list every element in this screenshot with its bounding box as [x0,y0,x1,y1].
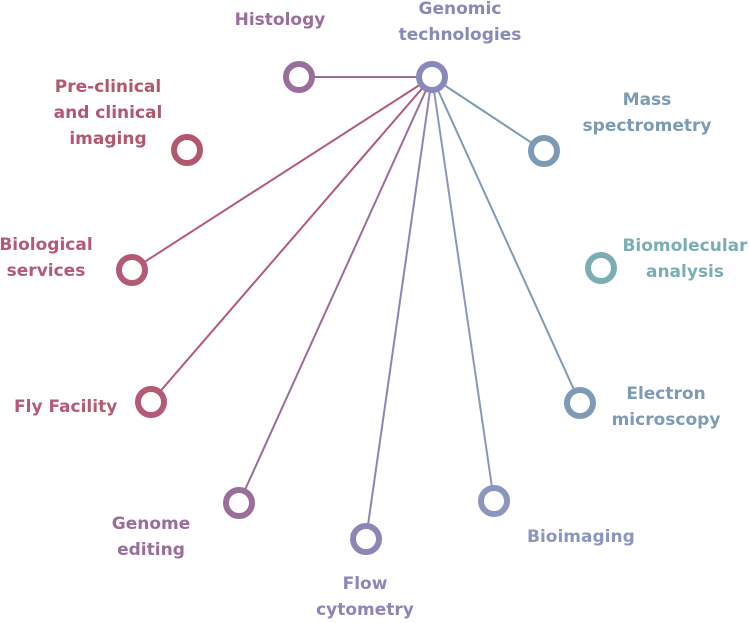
edge-genomic-fly [150,76,433,403]
label-fly: Fly Facility [14,397,118,417]
label-bioimaging: Bioimaging [527,527,635,547]
label-biological: Biological services [0,235,93,281]
node-biological[interactable] [116,254,148,286]
label-biomolecular: Biomolecular analysis [622,236,748,282]
label-flow: Flow cytometry [316,574,414,620]
edge-genomic-flow [365,76,433,540]
edge-genomic-biological [131,76,433,271]
label-histology: Histology [234,10,326,30]
node-fly[interactable] [135,386,167,418]
edge-genomic-electron [431,76,581,404]
node-preclinical[interactable] [171,134,203,166]
nodes [116,61,617,555]
node-electron[interactable] [564,387,596,419]
label-genomic: Genomic technologies [398,0,522,45]
label-mass: Mass spectrometry [582,90,712,136]
label-genome: Genome editing [111,514,191,560]
node-bioimaging[interactable] [478,485,510,517]
node-mass[interactable] [528,135,560,167]
node-histology[interactable] [283,61,315,93]
node-flow[interactable] [350,523,382,555]
label-electron: Electron microscopy [611,384,721,430]
edge-genomic-mass [431,76,545,152]
node-genomic[interactable] [416,61,448,93]
edges [131,76,581,540]
label-preclinical: Pre-clinical and clinical imaging [53,77,163,149]
edge-genomic-bioimaging [431,76,495,502]
edge-genomic-genome [238,76,433,504]
node-genome[interactable] [223,487,255,519]
node-biomolecular[interactable] [585,252,617,284]
